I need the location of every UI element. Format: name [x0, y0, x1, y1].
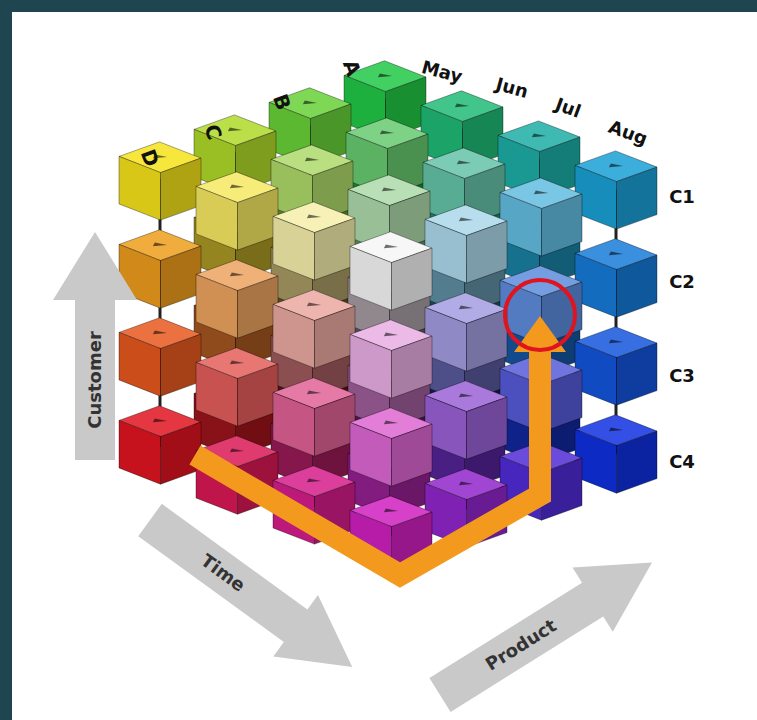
- cube-face: [350, 334, 392, 398]
- data-cube: [273, 202, 355, 280]
- cube-mark: [153, 330, 167, 334]
- cube-mark: [230, 360, 244, 364]
- cube-mark: [378, 73, 392, 77]
- cube-face: [119, 420, 161, 484]
- customer-label: C1: [669, 188, 695, 206]
- data-cube: [575, 415, 657, 493]
- cube-face: [542, 194, 583, 256]
- cube-face: [467, 309, 508, 371]
- cube-face: [315, 218, 356, 280]
- cube-mark: [307, 302, 321, 306]
- cube-mark: [609, 339, 623, 343]
- customer-label: C3: [669, 367, 695, 385]
- cube-face: [161, 422, 202, 484]
- cube-mark: [459, 305, 473, 309]
- cube-mark: [303, 100, 317, 104]
- cube-mark: [230, 448, 244, 452]
- data-cube: [425, 381, 507, 459]
- cube-face: [617, 343, 658, 405]
- cube-face: [238, 188, 279, 250]
- cube-face: [315, 306, 356, 368]
- cube-mark: [153, 418, 167, 422]
- cube-mark: [153, 242, 167, 246]
- cube-face: [238, 276, 279, 338]
- cube-mark: [384, 332, 398, 336]
- cube-face: [315, 394, 356, 456]
- data-cube: [575, 151, 657, 229]
- cube-face: [392, 336, 433, 398]
- data-cube: [425, 293, 507, 371]
- data-cube: [119, 318, 201, 396]
- data-cube: [196, 260, 278, 338]
- cube-mark: [609, 163, 623, 167]
- time-axis-arrow: [128, 489, 375, 697]
- cube-mark: [455, 103, 469, 107]
- cube-face: [119, 156, 161, 220]
- cube-mark: [609, 427, 623, 431]
- cube-mark: [457, 160, 471, 164]
- cube-mark: [532, 133, 546, 137]
- cube-mark: [459, 217, 473, 221]
- cube-face: [273, 304, 315, 368]
- cube-mark: [384, 508, 398, 512]
- cube-mark: [305, 157, 319, 161]
- cube-mark: [384, 244, 398, 248]
- cube-face: [196, 274, 238, 338]
- data-cube: [500, 178, 582, 256]
- cube-face: [119, 332, 161, 396]
- cube-mark: [459, 393, 473, 397]
- cube-mark: [228, 127, 242, 131]
- cube-face: [392, 248, 433, 310]
- cube-mark: [307, 478, 321, 482]
- data-cube: [119, 142, 201, 220]
- cube-face: [273, 216, 315, 280]
- cube-face: [392, 424, 433, 486]
- cube-face: [196, 362, 238, 426]
- axis-title: Customer: [86, 331, 104, 429]
- data-cube: [350, 232, 432, 310]
- customer-label: C4: [669, 453, 695, 471]
- cube-mark: [307, 390, 321, 394]
- cube-mark: [534, 190, 548, 194]
- customer-label: C2: [669, 273, 695, 291]
- data-cube: [575, 239, 657, 317]
- cube-face: [350, 422, 392, 486]
- data-cube: [350, 320, 432, 398]
- customer-axis-arrow: [53, 232, 137, 460]
- cube-mark: [380, 130, 394, 134]
- cube-face: [617, 255, 658, 317]
- cube-face: [350, 246, 392, 310]
- data-cubes: [119, 61, 657, 574]
- cube-face: [238, 364, 279, 426]
- data-cube: [196, 172, 278, 250]
- cube-face: [617, 167, 658, 229]
- cube-face: [617, 431, 658, 493]
- slice-path-arrow: [195, 316, 566, 575]
- cube-mark: [230, 184, 244, 188]
- cube-mark: [609, 251, 623, 255]
- product-axis-arrow: [420, 530, 672, 720]
- highlight-circle: [505, 280, 575, 350]
- cube-face: [273, 392, 315, 456]
- cube-face: [467, 221, 508, 283]
- cube-mark: [384, 420, 398, 424]
- cube-mark: [307, 214, 321, 218]
- data-cube: [273, 378, 355, 456]
- data-cube: [119, 406, 201, 484]
- cube-face: [161, 246, 202, 308]
- data-cube: [273, 290, 355, 368]
- cube-face: [161, 334, 202, 396]
- cube-face: [161, 158, 202, 220]
- data-cube: [425, 205, 507, 283]
- data-cube: [350, 408, 432, 486]
- cube-mark: [382, 187, 396, 191]
- data-cube: [575, 327, 657, 405]
- cube-mark: [230, 272, 244, 276]
- cube-face: [196, 186, 238, 250]
- cube-face: [467, 397, 508, 459]
- data-cube: [196, 348, 278, 426]
- cube-mark: [459, 481, 473, 485]
